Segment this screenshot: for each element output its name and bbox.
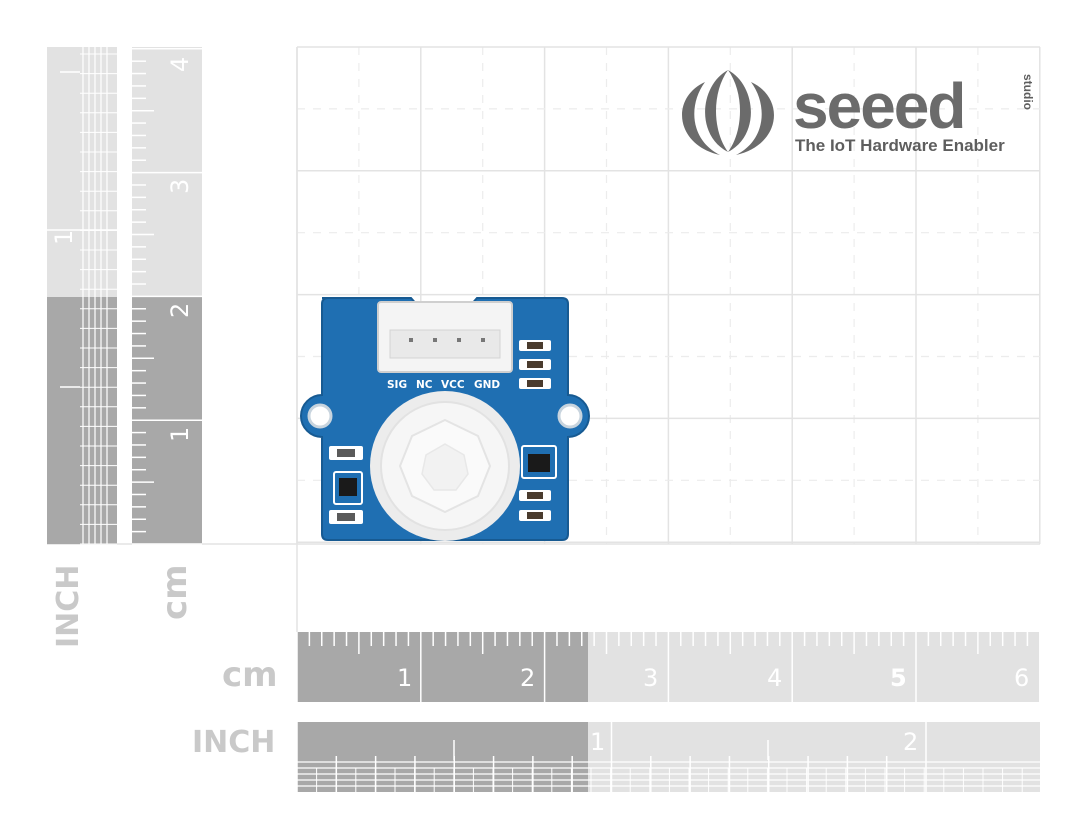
smd-components-left-bottom (329, 446, 363, 524)
bottom-inch-ruler: 1 2 (296, 722, 1040, 792)
pin-label-gnd: GND (474, 379, 500, 391)
left-cm-tick-3: 3 (166, 179, 194, 194)
bottom-cm-unit: cm (222, 655, 278, 695)
brand-name: seeed (793, 70, 964, 142)
bottom-cm-tick-4: 4 (767, 664, 782, 692)
pir-fresnel-dome (370, 391, 520, 541)
left-cm-ruler: 1 2 3 4 (132, 47, 202, 545)
left-cm-tick-1: 1 (166, 427, 194, 442)
brand-sub: studio (1021, 74, 1035, 110)
brand-tagline: The IoT Hardware Enabler (795, 136, 1005, 155)
smd-components-right-top (519, 340, 551, 389)
pir-sensor-board: SIG NC VCC GND (300, 297, 590, 541)
bottom-cm-tick-3: 3 (643, 664, 658, 692)
pin-label-vcc: VCC (441, 379, 465, 391)
bottom-inch-unit: INCH (192, 725, 275, 760)
bottom-cm-tick-1: 1 (397, 664, 412, 692)
bottom-cm-tick-5: 5 (890, 664, 907, 692)
bottom-cm-ruler: 1 2 3 4 5 6 (296, 632, 1041, 702)
left-cm-tick-2: 2 (166, 303, 194, 318)
smd-components-right-bottom (519, 445, 557, 521)
left-inch-unit: INCH (51, 565, 86, 648)
bottom-cm-tick-6: 6 (1014, 664, 1029, 692)
seeed-leaf-icon (682, 70, 774, 155)
left-cm-tick-4: 4 (166, 57, 194, 72)
bottom-cm-tick-2: 2 (520, 664, 535, 692)
pin-label-nc: NC (416, 379, 433, 391)
seeed-logo: seeed studio The IoT Hardware Enabler (682, 70, 1035, 155)
grove-connector (377, 301, 513, 373)
left-cm-unit: cm (155, 564, 195, 620)
mount-hole-right (557, 403, 583, 429)
bottom-inch-tick-1: 1 (590, 728, 605, 756)
mount-hole-left (307, 403, 333, 429)
measurement-grid (47, 46, 1041, 632)
left-inch-tick-1: 1 (50, 230, 78, 245)
left-inch-ruler: 1 (47, 47, 117, 545)
pin-label-sig: SIG (387, 379, 407, 391)
bottom-inch-tick-2: 2 (903, 728, 918, 756)
